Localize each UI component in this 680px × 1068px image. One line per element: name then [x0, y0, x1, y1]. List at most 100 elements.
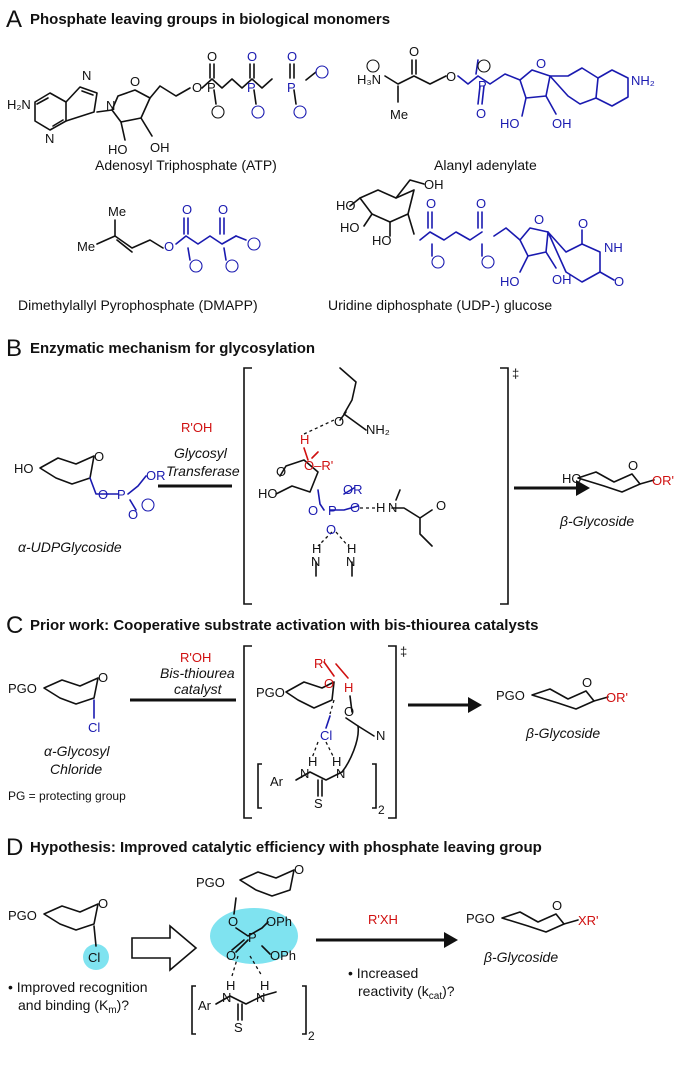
alanyl-caption: Alanyl adenylate — [434, 157, 537, 173]
atom-o: O — [350, 500, 360, 515]
atom-o: O — [552, 898, 562, 913]
atom-o: O — [436, 498, 446, 513]
atom-cl: Cl — [88, 950, 100, 965]
reagent-label: R'XH — [368, 912, 398, 927]
atom-o: O — [578, 216, 588, 231]
atom-ho: HO — [562, 471, 582, 486]
atom-oh: OH — [150, 140, 170, 155]
atom-n: N — [311, 554, 320, 569]
catalyst-transition-state: PGO R' O H O N Cl H H N N Ar S 2 — [256, 656, 385, 817]
bullet-1-line-1: • Improved recognition — [8, 979, 148, 995]
panel-d-letter: D — [6, 834, 23, 861]
atom-cl: Cl — [320, 728, 332, 743]
atom-ho: HO — [336, 198, 356, 213]
atom-ho: HO — [108, 142, 128, 157]
atom-h: H — [312, 541, 321, 556]
chloride-highlight — [83, 944, 109, 970]
atom-ho: HO — [372, 233, 392, 248]
atom-ho: HO — [500, 116, 520, 131]
atom-pgo: PGO — [196, 875, 225, 890]
atom-xr-prime: XR' — [578, 913, 599, 928]
atom-o: O — [446, 69, 456, 84]
atom-nh2: NH₂ — [366, 422, 390, 437]
atom-o: O — [130, 74, 140, 89]
enzyme-label-1: Glycosyl — [174, 445, 228, 461]
atom-me: Me — [108, 204, 126, 219]
atom-ho: HO — [500, 274, 520, 289]
atom-ar: Ar — [270, 774, 284, 789]
atom-p: P — [328, 503, 337, 518]
atom-n: N — [336, 766, 345, 781]
catalyst-label-2: catalyst — [174, 681, 223, 697]
atom-h: H — [308, 754, 317, 769]
glycosyl-chloride-structure: PGO O Cl • Improved recognition and bind… — [8, 896, 148, 1016]
atom-or: OR — [146, 468, 166, 483]
bullet-2-line-2: reactivity (kcat)? — [358, 983, 455, 1002]
atom-o: O — [308, 503, 318, 518]
atom-o: O — [628, 458, 638, 473]
atom-nh: NH — [604, 240, 623, 255]
atom-oph: OPh — [266, 914, 292, 929]
atom-o: O — [218, 202, 228, 217]
atom-pgo: PGO — [496, 688, 525, 703]
panel-c-letter: C — [6, 612, 23, 639]
atom-o: O — [476, 196, 486, 211]
hypothesis-arrow — [131, 924, 198, 972]
dimer-subscript: 2 — [378, 803, 385, 817]
reagent-label: R'OH — [180, 650, 211, 665]
atom-pgo: PGO — [8, 908, 37, 923]
atom-n: N — [82, 68, 91, 83]
atom-n: N — [300, 766, 309, 781]
atom-h: H — [376, 500, 385, 515]
atom-r-prime: R' — [314, 656, 326, 671]
atom-o: O — [536, 56, 546, 71]
atom-h2n: H₂N — [7, 97, 31, 112]
atom-o: O — [128, 507, 138, 522]
atom-o: O — [182, 202, 192, 217]
ts-bracket-left — [243, 367, 252, 605]
atom-h: H — [260, 978, 269, 993]
atom-o: O — [98, 896, 108, 911]
substrate-label-2: Chloride — [50, 761, 102, 777]
atom-p: P — [248, 930, 257, 945]
atom-o: O — [164, 239, 174, 254]
atom-oh: OH — [552, 116, 572, 131]
atom-o-r-prime: O–R' — [304, 458, 333, 473]
panel-a: A Phosphate leaving groups in biological… — [6, 6, 655, 313]
panel-d: D Hypothesis: Improved catalytic efficie… — [6, 834, 599, 1043]
ts-bracket-right — [500, 367, 509, 605]
atom-pgo: PGO — [466, 911, 495, 926]
atom-n: N — [388, 500, 397, 515]
dimer-subscript: 2 — [308, 1029, 315, 1043]
panel-d-heading: Hypothesis: Improved catalytic efficienc… — [30, 839, 542, 856]
atom-ar: Ar — [198, 998, 212, 1013]
pg-note: PG = protecting group — [8, 789, 126, 803]
panel-a-letter: A — [6, 6, 22, 33]
atom-p: P — [207, 80, 216, 95]
atom-n: N — [346, 554, 355, 569]
enzyme-label-2: Transferase — [166, 463, 240, 479]
atom-o: O — [294, 862, 304, 877]
atom-oh: OH — [424, 177, 444, 192]
atom-o: O — [247, 49, 257, 64]
atom-h: H — [332, 754, 341, 769]
atom-o: O — [324, 676, 334, 691]
panel-a-heading: Phosphate leaving groups in biological m… — [30, 11, 390, 28]
atom-o: O — [534, 212, 544, 227]
ts-bracket-left — [243, 645, 252, 819]
catalyst-label-1: Bis-thiourea — [160, 665, 235, 681]
atom-or: OR — [343, 482, 363, 497]
bullet-1-line-2: and binding (Km)? — [18, 997, 129, 1016]
atom-o: O — [409, 44, 419, 59]
atom-p: P — [478, 78, 487, 93]
atom-oh: OH — [552, 272, 572, 287]
atom-h: H — [226, 978, 235, 993]
beta-glycoside-product: PGO O XR' β-Glycoside — [466, 898, 599, 965]
atom-o: O — [614, 274, 624, 289]
udp-glycoside-structure: HO O O P OR O α-UDPGlycoside — [14, 449, 166, 555]
atom-p: P — [117, 487, 126, 502]
atom-h: H — [300, 432, 309, 447]
atom-o: O — [228, 914, 238, 929]
panel-c: C Prior work: Cooperative substrate acti… — [6, 612, 628, 819]
atom-s: S — [314, 796, 323, 811]
